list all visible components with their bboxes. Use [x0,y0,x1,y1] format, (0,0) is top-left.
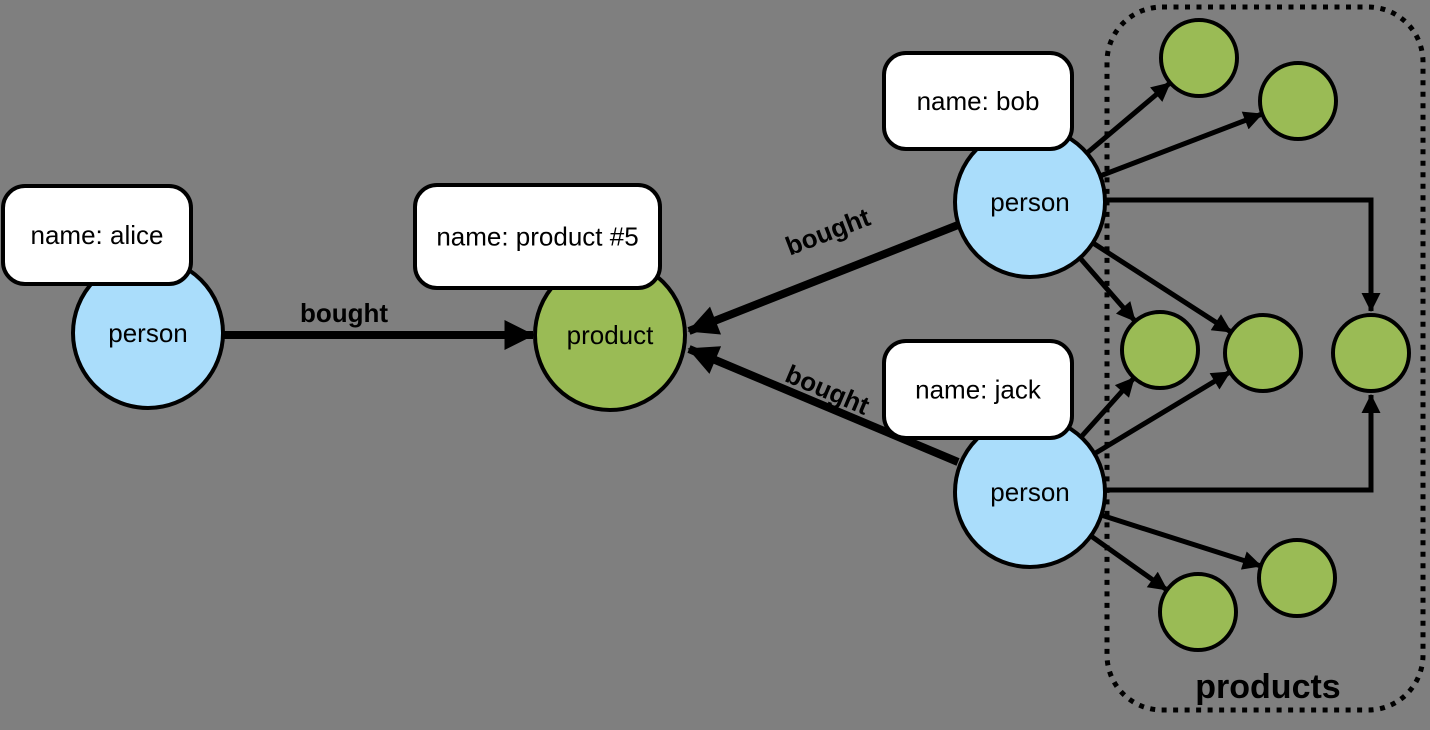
edge-jack-product-mid-1 [1079,376,1136,439]
label-box-product5 [413,183,662,290]
edge-jack-product-bottom-1 [1089,533,1169,593]
edge-bob-product-mid-3 [1105,197,1381,312]
product-node-mid-2 [1223,313,1303,393]
product-node-bottom-2 [1257,538,1337,618]
label-box-alice-text: name: alice [31,220,164,250]
edge-alice-bought-product-label: bought [300,298,388,328]
product-node-top-2 [1258,61,1338,141]
products-group-border [1104,4,1426,713]
product-node-bottom-1 [1158,572,1238,652]
edge-jack-bought-product [687,345,960,466]
label-box-jack-text: name: jack [915,375,1042,405]
label-box-jack [882,339,1074,440]
label-box-product5-text: name: product #5 [436,222,638,252]
person-node-bob-label: person [990,187,1070,217]
product-node-top-1 [1159,18,1239,98]
person-node-jack-label: person [990,477,1070,507]
product-node-mid-1 [1120,310,1200,390]
product-node-5-label: product [567,320,654,350]
edge-bob-product-mid-1 [1078,256,1137,323]
person-node-alice-label: person [108,318,188,348]
edge-bob-product-mid-2 [1091,240,1233,335]
edge-jack-product-mid-2 [1092,369,1232,457]
label-box-bob [882,51,1074,151]
product-node-mid-3 [1331,313,1411,393]
label-box-alice [1,184,193,286]
edge-jack-product-mid-3 [1105,394,1381,493]
label-box-bob-text: name: bob [917,86,1040,116]
products-group-label: products [1195,668,1340,706]
edge-jack-product-bottom-2 [1100,512,1262,570]
edge-bob-bought-product [687,221,960,335]
edge-bob-product-top-1 [1085,81,1172,155]
edge-bob-product-top-2 [1099,111,1263,179]
